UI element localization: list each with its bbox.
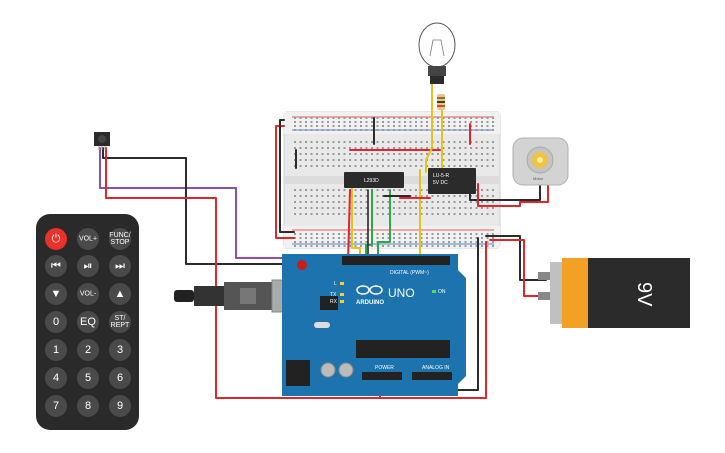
power-header[interactable] [362, 372, 402, 380]
resistor[interactable] [437, 94, 445, 110]
wire-red-chip [347, 189, 351, 263]
on-label: ON [438, 289, 446, 295]
tx-label: TX [330, 292, 337, 298]
ir-remote[interactable]: ⏻ VOL+ FUNC/STOP ⏮ ⏯ ⏭ ▼ VOL- ▲ 0 EQ ST/REPT 1 2 3 4 5 6 7… [36, 214, 139, 430]
relay[interactable]: LU-5-R 5V DC [428, 168, 476, 194]
ir-receiver[interactable] [94, 132, 110, 150]
relay-label: LU-5-R [433, 173, 450, 179]
arduino-model: UNO [388, 286, 415, 300]
remote-key-two[interactable] [77, 339, 99, 361]
remote-key-label: 4 [53, 372, 59, 384]
remote-keypad: ⏻ VOL+ FUNC/STOP ⏮ ⏯ ⏭ ▼ VOL- ▲ 0 EQ ST/REPT 1 2 3 4 5 6 7… [45, 228, 131, 417]
svg-text:5V DC: 5V DC [433, 180, 448, 186]
remote-key-play-pause[interactable] [77, 255, 99, 277]
remote-key-label: ⏭ [115, 260, 125, 272]
digital-label: DIGITAL (PWM~) [390, 270, 429, 276]
remote-key-label: 7 [53, 400, 59, 412]
remote-key-label: 2 [85, 344, 91, 356]
wires [99, 83, 549, 399]
light-bulb[interactable] [418, 22, 456, 84]
remote-key-label: VOL- [80, 291, 97, 298]
wire-motor-red [477, 183, 549, 207]
remote-key-label: FUNC/ [109, 232, 130, 239]
remote-key-label: ⏮ [51, 260, 61, 272]
remote-key-func-stop[interactable] [109, 228, 131, 250]
remote-key-label: ⏯ [84, 260, 93, 272]
remote-key-power[interactable] [45, 228, 67, 250]
remote-key-label: 3 [117, 344, 123, 356]
microcontroller [356, 340, 450, 358]
remote-key-label: 9 [117, 400, 123, 412]
remote-key-eight[interactable] [77, 395, 99, 417]
remote-key-label: STOP [111, 239, 130, 246]
analog-header[interactable] [412, 372, 452, 380]
wire-lamp-yellow [425, 83, 433, 173]
remote-key-label: 0 [53, 316, 59, 328]
remote-key-label: EQ [80, 316, 96, 328]
driver-chip-label: L293D [364, 178, 379, 184]
remote-key-seven[interactable] [45, 395, 67, 417]
dc-motor[interactable]: Motor [512, 137, 569, 186]
remote-key-one[interactable] [45, 339, 67, 361]
remote-key-label: REPT [111, 322, 130, 329]
battery-9v[interactable]: 9V [538, 258, 690, 328]
rx-label: RX [330, 299, 338, 305]
wire-ir-black [102, 147, 301, 265]
arduino-logo: ARDUINO [356, 300, 384, 306]
wire-rail-black [279, 119, 295, 233]
analog-label: ANALOG IN [422, 365, 450, 371]
remote-key-up[interactable] [109, 283, 131, 305]
wire-green-1 [365, 189, 373, 263]
remote-key-eq[interactable] [77, 311, 99, 333]
remote-key-vol-plus[interactable] [77, 228, 99, 250]
wire-motor-black [469, 185, 541, 201]
l-label: L [334, 281, 337, 287]
remote-key-label: 5 [85, 372, 91, 384]
remote-key-st-rept[interactable] [109, 311, 131, 333]
motor-label: Motor [533, 176, 544, 181]
remote-key-five[interactable] [77, 367, 99, 389]
remote-key-six[interactable] [109, 367, 131, 389]
wire-battery-black [485, 235, 547, 281]
battery-label: 9V [633, 282, 655, 307]
remote-key-label: ▼ [51, 288, 62, 300]
wire-ir-red [105, 147, 381, 399]
breadboard-holes [294, 117, 494, 247]
power-label: POWER [375, 365, 394, 371]
remote-key-label: ▲ [115, 288, 126, 300]
remote-key-label: 1 [53, 344, 59, 356]
remote-key-label: VOL+ [79, 236, 97, 243]
remote-key-vol-minus[interactable] [77, 283, 99, 305]
digital-header[interactable] [342, 256, 450, 265]
remote-key-down[interactable] [45, 283, 67, 305]
power-jack[interactable] [286, 360, 310, 386]
remote-key-four[interactable] [45, 367, 67, 389]
wire-battery-red [489, 239, 547, 297]
remote-key-prev[interactable] [45, 255, 67, 277]
remote-key-zero[interactable] [45, 311, 67, 333]
remote-key-label: 8 [85, 400, 91, 412]
wire-green-2 [377, 189, 391, 263]
remote-key-nine[interactable] [109, 395, 131, 417]
remote-key-label: ⏻ [52, 233, 61, 245]
remote-key-three[interactable] [109, 339, 131, 361]
reset-button[interactable] [297, 260, 307, 270]
driver-chip[interactable]: L293D [344, 172, 404, 188]
remote-key-label: 6 [117, 372, 123, 384]
remote-key-label: ST/ [115, 315, 126, 322]
arduino-uno[interactable]: DIGITAL (PWM~) L TX RX ON ARDUINO UNO PO… [282, 254, 466, 396]
remote-key-next[interactable] [109, 255, 131, 277]
